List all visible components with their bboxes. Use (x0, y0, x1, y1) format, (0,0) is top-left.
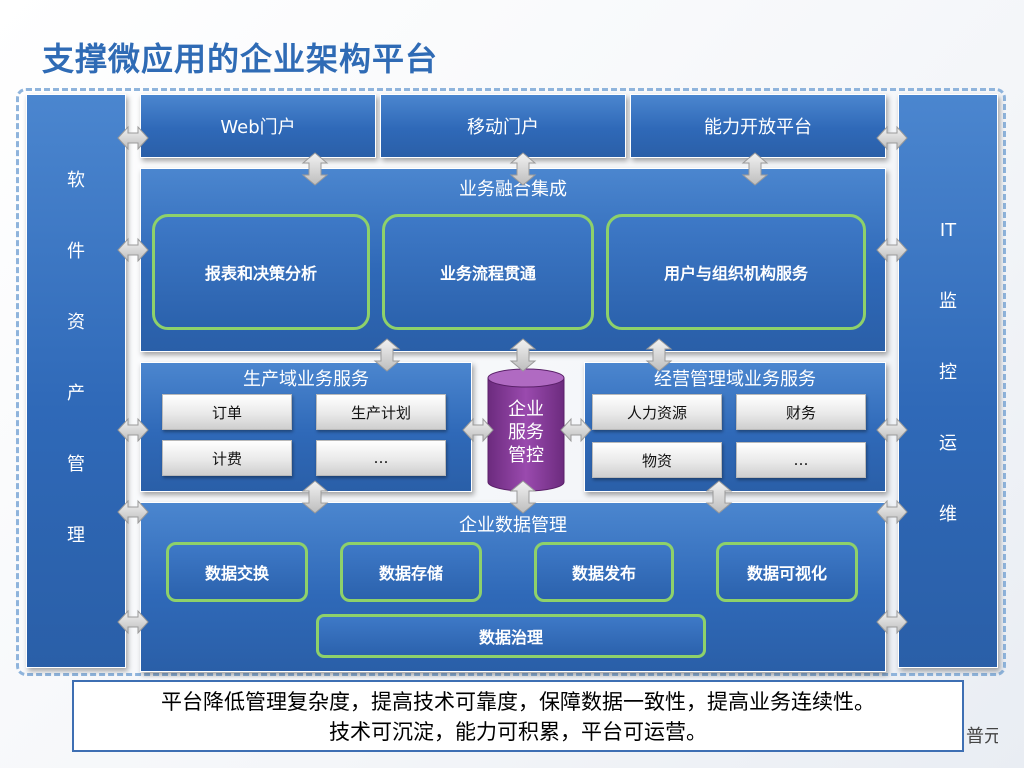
management-item-finance: 财务 (736, 394, 866, 430)
page-title: 支撑微应用的企业架构平台 (42, 40, 439, 78)
service-control-line: 服务 (508, 422, 544, 443)
portal-open-platform: 能力开放平台 (630, 94, 886, 158)
double-arrow-horizontal-icon (560, 417, 592, 443)
data-governance-label: 数据治理 (478, 628, 543, 647)
production-item-label: 生产计划 (350, 403, 411, 422)
double-arrow-horizontal-icon (117, 609, 149, 635)
double-arrow-vertical-icon (509, 338, 537, 372)
corner-brand-text: 普元 (966, 726, 998, 747)
left-column-char: 软 (67, 170, 85, 191)
production-item-order: 订单 (162, 394, 292, 430)
data-item-label: 数据发布 (571, 564, 636, 583)
right-column-char: 运 (939, 433, 957, 454)
data-exchange-box: 数据交换 (166, 542, 308, 602)
production-item-more: … (316, 440, 446, 476)
double-arrow-vertical-icon (301, 480, 329, 514)
right-column-char: 监 (939, 291, 957, 312)
double-arrow-horizontal-icon (876, 417, 908, 443)
production-item-billing: 计费 (162, 440, 292, 476)
double-arrow-vertical-icon (509, 152, 537, 186)
double-arrow-horizontal-icon (876, 125, 908, 151)
report-analysis-box: 报表和决策分析 (152, 214, 370, 330)
management-item-label: 财务 (785, 403, 816, 422)
integration-item-label: 报表和决策分析 (204, 264, 317, 283)
business-integration-title: 业务融合集成 (459, 179, 567, 200)
management-item-label: … (793, 451, 809, 469)
double-arrow-vertical-icon (373, 338, 401, 372)
management-item-more: … (736, 442, 866, 478)
production-item-label: … (373, 449, 389, 467)
summary-box: 平台降低管理复杂度，提高技术可靠度，保障数据一致性，提高业务连续性。 技术可沉淀… (72, 680, 964, 752)
production-domain-title: 生产域业务服务 (243, 369, 369, 390)
double-arrow-horizontal-icon (117, 125, 149, 151)
data-publish-box: 数据发布 (534, 542, 674, 602)
summary-line-2: 技术可沉淀，能力可积累，平台可运营。 (329, 720, 707, 744)
portal-mobile: 移动门户 (380, 94, 626, 158)
double-arrow-vertical-icon (705, 480, 733, 514)
production-item-label: 计费 (211, 449, 242, 468)
double-arrow-horizontal-icon (117, 499, 149, 525)
service-control-line: 企业 (508, 399, 544, 420)
double-arrow-vertical-icon (509, 480, 537, 514)
management-item-hr: 人力资源 (592, 394, 722, 430)
portal-label: 移动门户 (467, 117, 539, 138)
production-item-plan: 生产计划 (316, 394, 446, 430)
integration-item-label: 业务流程贯通 (439, 264, 536, 283)
management-item-label: 物资 (641, 451, 672, 470)
right-column-char: 控 (939, 362, 957, 383)
data-governance-box: 数据治理 (316, 614, 706, 658)
double-arrow-horizontal-icon (876, 499, 908, 525)
data-management-title: 企业数据管理 (459, 515, 567, 536)
left-column-char: 理 (67, 525, 85, 546)
portal-web: Web门户 (140, 94, 376, 158)
data-item-label: 数据可视化 (746, 564, 827, 583)
integration-item-label: 用户与组织机构服务 (663, 264, 808, 283)
user-org-service-box: 用户与组织机构服务 (606, 214, 866, 330)
data-item-label: 数据存储 (378, 564, 443, 583)
double-arrow-vertical-icon (741, 152, 769, 186)
portal-label: 能力开放平台 (704, 117, 812, 138)
double-arrow-vertical-icon (301, 152, 329, 186)
double-arrow-horizontal-icon (876, 609, 908, 635)
management-item-label: 人力资源 (626, 403, 687, 422)
double-arrow-horizontal-icon (876, 237, 908, 263)
double-arrow-horizontal-icon (462, 417, 494, 443)
management-domain-title: 经营管理域业务服务 (654, 369, 816, 390)
process-flow-box: 业务流程贯通 (382, 214, 594, 330)
portal-label: Web门户 (220, 117, 296, 138)
production-item-label: 订单 (211, 403, 242, 422)
data-visualization-box: 数据可视化 (716, 542, 858, 602)
service-control-line: 管控 (508, 445, 544, 466)
summary-line-1: 平台降低管理复杂度，提高技术可靠度，保障数据一致性，提高业务连续性。 (161, 690, 875, 714)
left-column-software-asset-management: 软 件 资 产 管 理 (26, 94, 126, 668)
service-control-label: 企业 服务 管控 (486, 398, 566, 467)
double-arrow-horizontal-icon (117, 417, 149, 443)
platform-frame (16, 88, 1006, 676)
right-column-it-operations: IT 监 控 运 维 (898, 94, 998, 668)
data-item-label: 数据交换 (204, 564, 269, 583)
data-storage-box: 数据存储 (340, 542, 482, 602)
left-column-char: 件 (67, 241, 85, 262)
double-arrow-horizontal-icon (117, 237, 149, 263)
double-arrow-vertical-icon (645, 338, 673, 372)
right-column-char: 维 (939, 504, 957, 525)
left-column-char: 资 (67, 312, 85, 333)
left-column-char: 管 (67, 454, 85, 475)
left-column-char: 产 (67, 383, 85, 404)
right-column-char: IT (939, 220, 957, 241)
management-item-materials: 物资 (592, 442, 722, 478)
